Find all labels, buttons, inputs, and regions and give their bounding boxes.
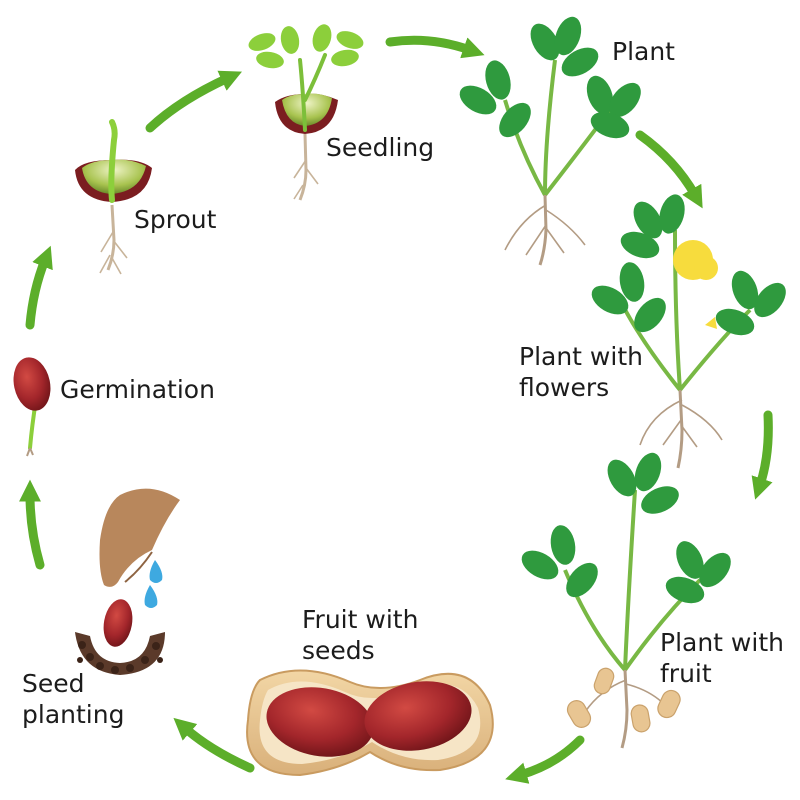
label-seedling: Seedling xyxy=(326,132,434,163)
label-germination: Germination xyxy=(60,374,215,405)
arrow-fruit-to-shell xyxy=(505,735,585,784)
label-plant-with-flowers-line1: Plant with xyxy=(519,342,643,371)
label-fruit-with-seeds-line1: Fruit with xyxy=(302,605,419,634)
label-plant: Plant xyxy=(612,36,675,67)
hand-icon xyxy=(99,488,180,587)
arrow-planting-to-germination xyxy=(19,479,45,570)
plant-with-flowers-illustration xyxy=(591,194,786,469)
label-plant-with-flowers: Plant with flowers xyxy=(519,341,643,403)
arrow-flowers-to-fruit xyxy=(751,410,773,500)
label-plant-with-fruit: Plant with fruit xyxy=(660,627,784,689)
arrow-seedling-to-plant xyxy=(385,35,485,59)
cycle-arrows xyxy=(19,35,773,784)
label-seed-planting-line2: planting xyxy=(22,700,125,729)
seed-planting-illustration xyxy=(75,488,180,675)
plant-illustration xyxy=(459,16,641,266)
label-fruit-with-seeds-line2: seeds xyxy=(302,636,375,665)
fruit-with-seeds-illustration xyxy=(246,669,494,777)
label-sprout: Sprout xyxy=(134,204,216,235)
water-drop-icon xyxy=(149,560,163,583)
label-plant-with-flowers-line2: flowers xyxy=(519,373,610,402)
label-plant-with-fruit-line2: fruit xyxy=(660,659,712,688)
arrow-germination-to-sprout xyxy=(25,245,53,330)
sprout-illustration xyxy=(75,119,152,275)
arrow-plant-to-flowers xyxy=(635,130,703,209)
plant-with-fruit-illustration xyxy=(521,452,731,749)
label-plant-with-fruit-line1: Plant with xyxy=(660,628,784,657)
label-seedling-line1: Seedling xyxy=(326,133,435,162)
label-seed-planting: Seed planting xyxy=(22,668,124,730)
seedling-illustration xyxy=(248,24,364,201)
label-germination-line1: Germination xyxy=(60,375,215,404)
germination-illustration xyxy=(13,357,51,457)
label-fruit-with-seeds: Fruit with seeds xyxy=(302,604,418,666)
label-seed-planting-line1: Seed xyxy=(22,669,85,698)
label-plant-line1: Plant xyxy=(612,37,675,66)
arrow-shell-to-planting xyxy=(173,717,255,773)
arrow-sprout-to-seedling xyxy=(145,70,242,133)
label-sprout-line1: Sprout xyxy=(134,205,217,234)
